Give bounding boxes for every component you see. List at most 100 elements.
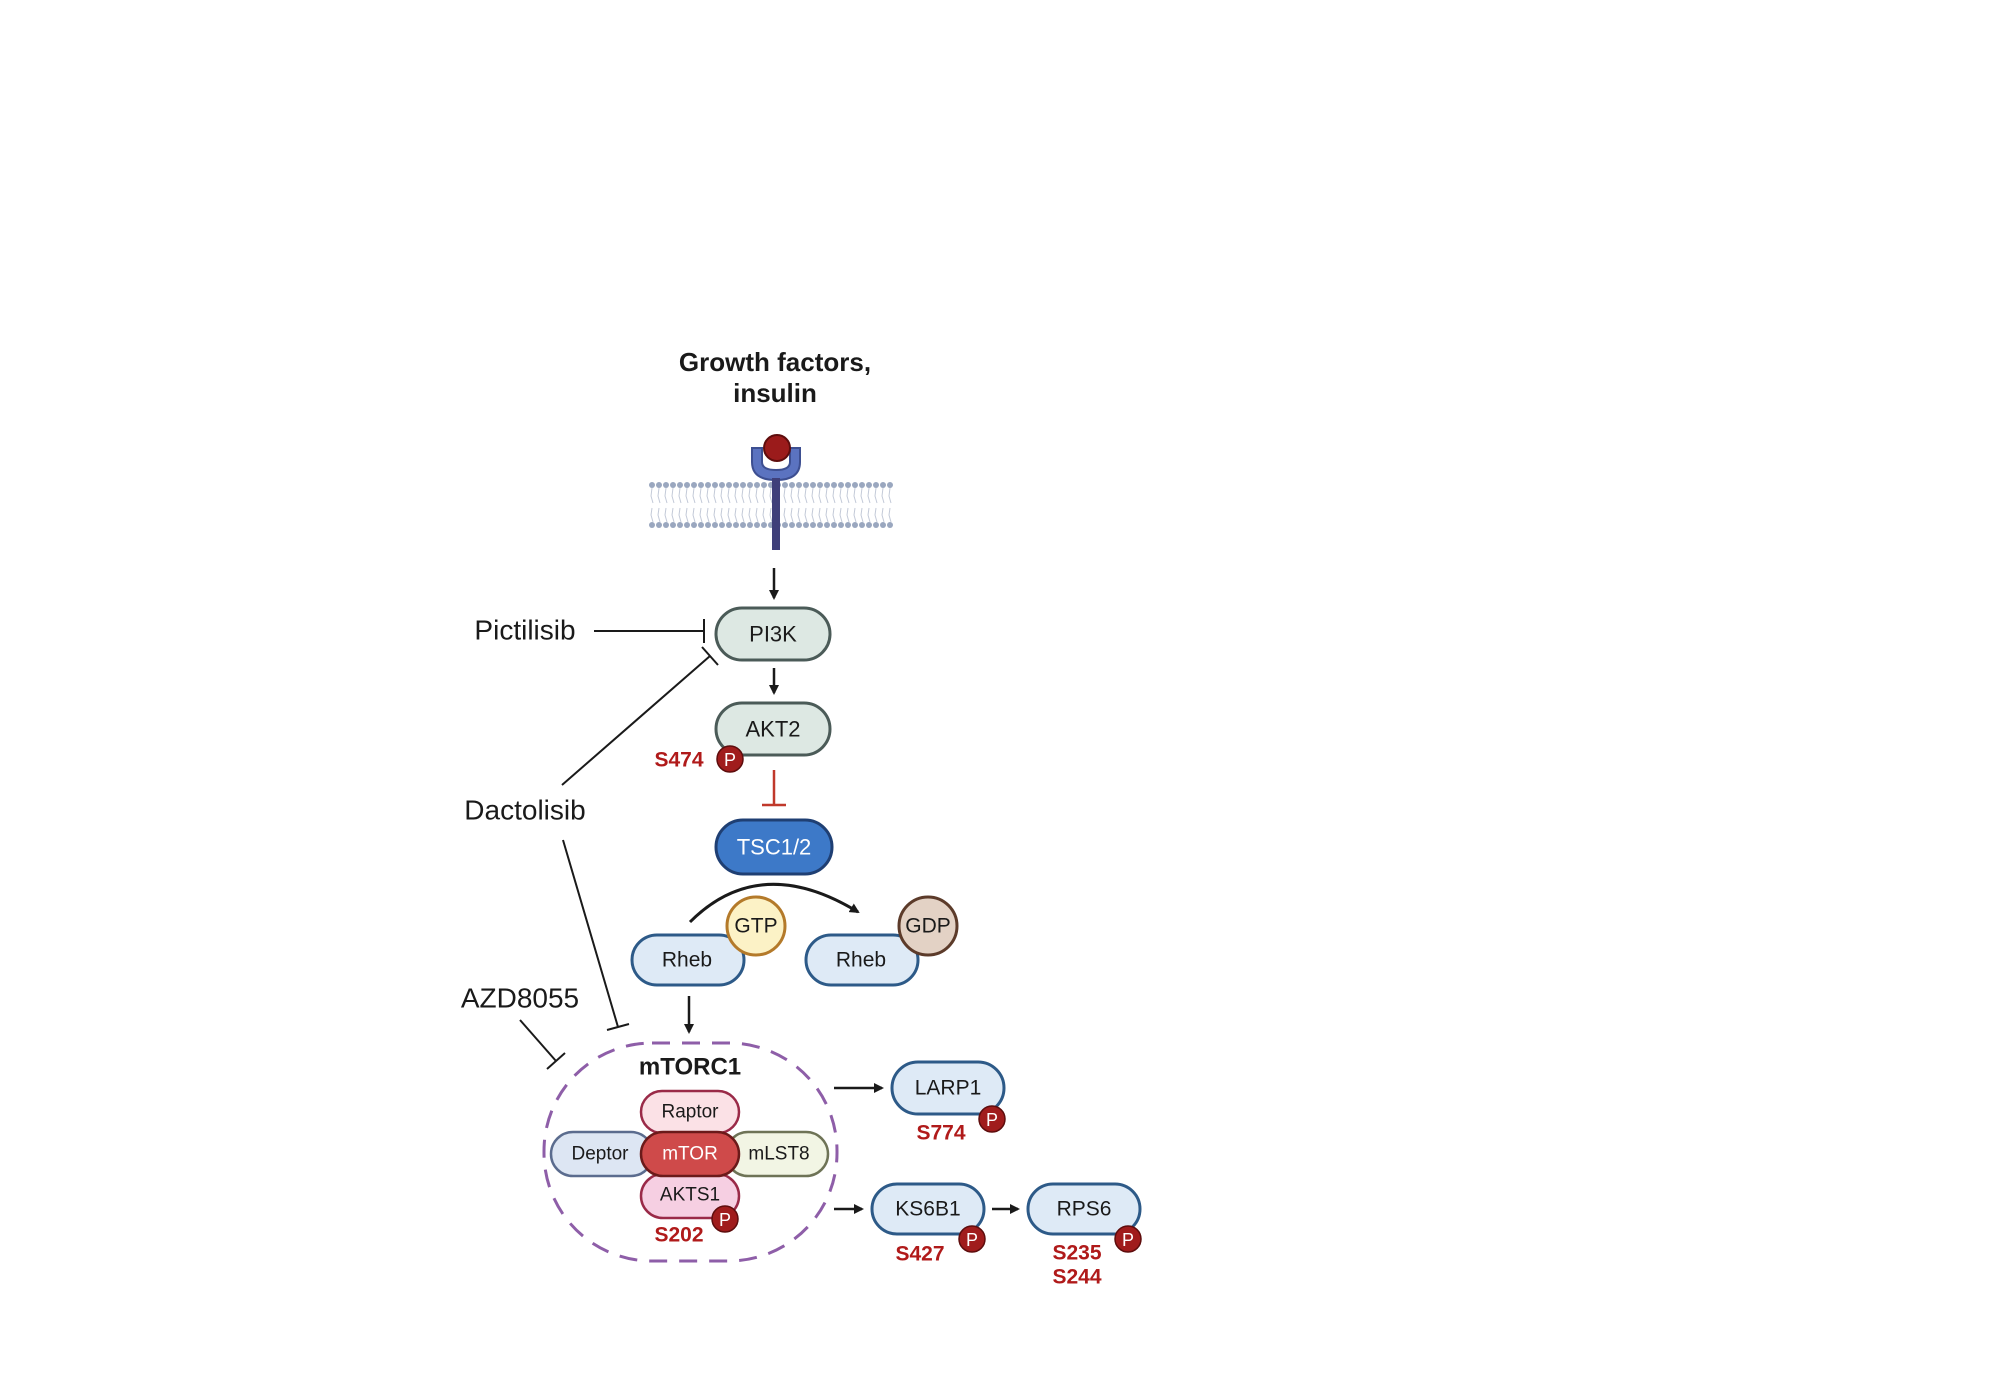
site-ks6b1: S427 bbox=[895, 1243, 944, 1266]
lipid-tail bbox=[888, 487, 892, 504]
inhibit-dactolisib-mtorc1-line bbox=[562, 839, 619, 1028]
lipid-head bbox=[782, 522, 788, 528]
phospho-label: P bbox=[986, 1110, 998, 1130]
lipid-tail bbox=[671, 507, 675, 523]
lipid-tail bbox=[755, 487, 759, 504]
lipid-head bbox=[859, 522, 865, 528]
node-akt2-label: AKT2 bbox=[745, 717, 800, 742]
lipid-tail bbox=[671, 487, 675, 504]
node-rheb-gdp-label: Rheb bbox=[836, 949, 886, 972]
lipid-head bbox=[705, 522, 711, 528]
lipid-tail bbox=[860, 507, 864, 523]
title-line1: Growth factors, bbox=[679, 347, 871, 377]
node-tsc12 bbox=[714, 818, 834, 876]
phospho-icon bbox=[711, 1205, 739, 1233]
lipid-head bbox=[817, 522, 823, 528]
lipid-tail bbox=[685, 487, 689, 504]
lipid-tail bbox=[727, 487, 731, 504]
lipid-head bbox=[719, 522, 725, 528]
lipid-tail bbox=[797, 487, 801, 504]
lipid-head bbox=[831, 482, 837, 488]
lipid-tail bbox=[762, 507, 766, 523]
lipid-tail bbox=[755, 507, 759, 523]
site-rps6-a: S235 bbox=[1052, 1242, 1101, 1265]
lipid-tail bbox=[874, 507, 878, 523]
lipid-tail bbox=[853, 487, 857, 504]
inhibit-azd8055-bar bbox=[546, 1052, 566, 1070]
inhibit-dactolisib-pi3k-bar bbox=[701, 646, 719, 666]
lipid-head bbox=[719, 482, 725, 488]
lipid-head bbox=[747, 482, 753, 488]
title-line2: insulin bbox=[733, 378, 817, 408]
lipid-head bbox=[803, 482, 809, 488]
lipid-tail bbox=[874, 487, 878, 504]
mtorc1-mtor bbox=[639, 1130, 741, 1178]
mtorc1-title: mTORC1 bbox=[639, 1054, 741, 1081]
lipid-tail bbox=[727, 507, 731, 523]
lipid-tail bbox=[748, 487, 752, 504]
lipid-tail bbox=[804, 487, 808, 504]
lipid-tail bbox=[797, 507, 801, 523]
lipid-head bbox=[733, 522, 739, 528]
phospho-label: P bbox=[966, 1230, 978, 1250]
lipid-head bbox=[803, 522, 809, 528]
lipid-head bbox=[761, 482, 767, 488]
lipid-tail bbox=[762, 487, 766, 504]
lipid-head bbox=[824, 522, 830, 528]
phospho-icon bbox=[716, 745, 744, 773]
node-rheb-gtp-label: Rheb bbox=[662, 949, 712, 972]
lipid-head bbox=[859, 482, 865, 488]
lipid-head bbox=[656, 522, 662, 528]
lipid-head bbox=[698, 522, 704, 528]
lipid-tail bbox=[720, 487, 724, 504]
lipid-head bbox=[866, 522, 872, 528]
lipid-tail bbox=[790, 487, 794, 504]
lipid-tail bbox=[832, 487, 836, 504]
lipid-tail bbox=[650, 507, 654, 523]
lipid-head bbox=[845, 482, 851, 488]
lipid-tail bbox=[657, 507, 661, 523]
lipid-head bbox=[684, 522, 690, 528]
lipid-head bbox=[663, 482, 669, 488]
lipid-tail bbox=[706, 507, 710, 523]
lipid-head bbox=[677, 522, 683, 528]
mtorc1-boundary bbox=[542, 1041, 839, 1263]
site-rps6-b: S244 bbox=[1052, 1266, 1101, 1289]
lipid-head bbox=[726, 522, 732, 528]
lipid-head bbox=[691, 482, 697, 488]
node-rheb-gdp bbox=[804, 933, 920, 987]
lipid-tail bbox=[825, 487, 829, 504]
phospho-label: P bbox=[724, 750, 736, 770]
phospho-icon bbox=[978, 1105, 1006, 1133]
mtorc1-mlst8-label: mLST8 bbox=[748, 1144, 809, 1165]
lipid-head bbox=[740, 482, 746, 488]
lipid-head bbox=[880, 482, 886, 488]
lipid-tail bbox=[811, 507, 815, 523]
lipid-tail bbox=[678, 487, 682, 504]
node-larp1-label: LARP1 bbox=[915, 1077, 982, 1100]
gtp-label: GTP bbox=[734, 915, 777, 938]
lipid-tail bbox=[839, 507, 843, 523]
lipid-head bbox=[873, 522, 879, 528]
lipid-tail bbox=[839, 487, 843, 504]
lipid-tail bbox=[685, 507, 689, 523]
lipid-tail bbox=[783, 487, 787, 504]
lipid-tail bbox=[769, 487, 773, 504]
lipid-head bbox=[789, 482, 795, 488]
lipid-tail bbox=[657, 487, 661, 504]
lipid-tail bbox=[734, 507, 738, 523]
lipid-head bbox=[845, 522, 851, 528]
lipid-head bbox=[810, 482, 816, 488]
node-pi3k-label: PI3K bbox=[749, 622, 797, 647]
lipid-head bbox=[740, 522, 746, 528]
arrow-gtp-hydrolysis bbox=[688, 882, 860, 924]
lipid-bilayer-icon bbox=[649, 482, 893, 528]
lipid-tail bbox=[867, 487, 871, 504]
gdp-badge bbox=[897, 895, 959, 957]
lipid-head bbox=[726, 482, 732, 488]
lipid-head bbox=[838, 482, 844, 488]
lipid-head bbox=[852, 522, 858, 528]
lipid-tail bbox=[881, 507, 885, 523]
lipid-head bbox=[873, 482, 879, 488]
